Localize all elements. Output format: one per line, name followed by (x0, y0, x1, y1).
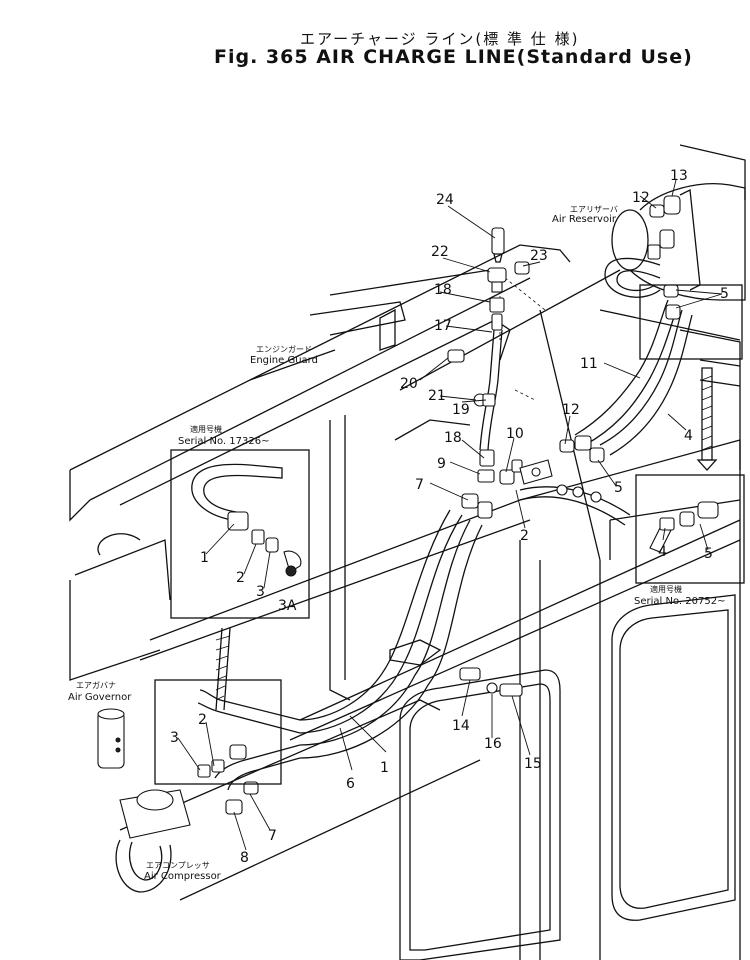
callout-12: 12 (632, 190, 650, 206)
air-reservoir-label-jp: エアリザーバ (570, 205, 618, 214)
hoses (197, 257, 693, 791)
callout-4: 4 (658, 544, 667, 560)
callout-5: 5 (704, 546, 713, 562)
callout-7: 7 (268, 828, 277, 844)
callout-2: 2 (198, 712, 207, 728)
air-compressor-label-jp: エアコンプレッサ (146, 861, 210, 870)
callout-7: 7 (415, 477, 424, 493)
callout-12: 12 (562, 402, 580, 418)
air-governor-label-jp: エアガバナ (76, 680, 116, 690)
callout-22: 22 (431, 244, 449, 260)
callout-11: 11 (580, 356, 598, 372)
air-reservoir-label: Air Reservoir (552, 214, 617, 225)
callout-5: 5 (720, 286, 729, 302)
callout-21: 21 (428, 388, 446, 404)
engine-guard-label-jp: エンジンガード (256, 344, 312, 354)
serial-20752-label-jp: 適用号機 (650, 584, 682, 594)
callout-19: 19 (452, 402, 470, 418)
figure-title: Fig. 365 AIR CHARGE LINE(Standard Use) (214, 46, 693, 68)
leader-lines (177, 179, 723, 851)
callout-15: 15 (524, 756, 542, 772)
air-reservoir (611, 183, 746, 301)
callout-2: 2 (520, 528, 529, 544)
callout-3: 3 (170, 730, 179, 746)
callout-24: 24 (436, 192, 454, 208)
inset-governor-detail (154, 679, 282, 785)
fittings (197, 195, 681, 815)
callout-20: 20 (400, 376, 418, 392)
callouts: 24 22 23 18 17 20 21 19 18 9 10 12 7 2 1… (170, 168, 729, 866)
air-governor-label: Air Governor (68, 692, 132, 703)
air-compressor (115, 789, 191, 893)
callout-1: 1 (380, 760, 389, 776)
serial-17326-label-jp: 適用号機 (190, 424, 222, 434)
callout-3: 3 (256, 584, 265, 600)
callout-18: 18 (434, 282, 452, 298)
callout-3a: 3A (278, 598, 297, 614)
inset-serial-20752 (635, 474, 745, 584)
labels: エアリザーバ Air Reservoir エンジンガード Engine Guar… (68, 205, 725, 882)
engine-guard-label: Engine Guard (250, 355, 318, 366)
callout-18: 18 (444, 430, 462, 446)
callout-13: 13 (670, 168, 688, 184)
callout-14: 14 (452, 718, 470, 734)
machine-frame (69, 144, 746, 960)
callout-16: 16 (484, 736, 502, 752)
callout-23: 23 (530, 248, 548, 264)
figure-title-japanese: エアーチャージ ライン(標 準 仕 様) (300, 30, 580, 48)
callout-2: 2 (236, 570, 245, 586)
callout-17: 17 (434, 318, 452, 334)
inset-serial-17326 (170, 449, 310, 619)
callout-6: 6 (346, 776, 355, 792)
callout-9: 9 (437, 456, 446, 472)
serial-17326-label: Serial No. 17326~ (178, 436, 269, 447)
air-governor (97, 708, 125, 769)
callout-1: 1 (200, 550, 209, 566)
serial-20752-label: Serial No. 20752~ (634, 596, 725, 607)
air-compressor-label: Air Compressor (144, 871, 222, 882)
callout-5: 5 (614, 480, 623, 496)
callout-10: 10 (506, 426, 524, 442)
inset-reservoir-detail (639, 284, 743, 360)
callout-4: 4 (684, 428, 693, 444)
callout-8: 8 (240, 850, 249, 866)
